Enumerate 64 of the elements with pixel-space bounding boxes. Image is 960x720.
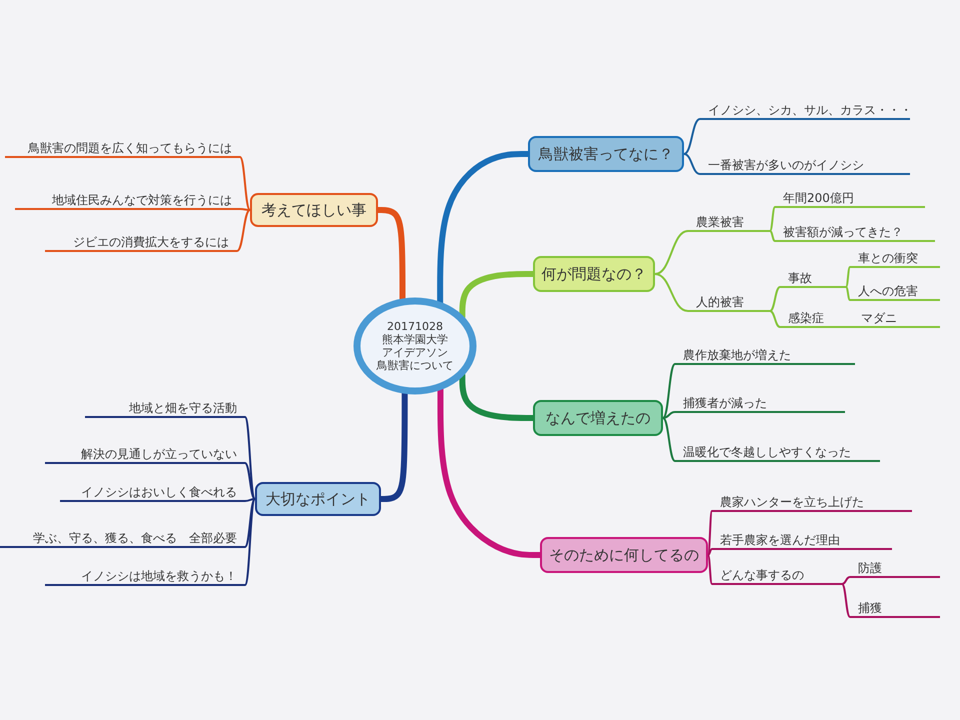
branch-label: 防護	[850, 560, 940, 578]
branch-line	[662, 417, 676, 462]
central-topic-text: 20171028	[387, 320, 443, 333]
branch-label: 捕獲	[850, 600, 940, 618]
central-topic-ellipse	[352, 296, 478, 396]
branch-label: イノシシ、シカ、サル、カラス・・・	[700, 100, 910, 120]
branch-line	[662, 411, 676, 419]
branch-line	[244, 498, 256, 502]
branch-label: 農業被害	[688, 212, 770, 232]
branch-line	[654, 230, 689, 275]
branch-line	[845, 266, 851, 288]
branch-line	[849, 326, 854, 328]
branch-label: イノシシはおいしく食べれる	[60, 482, 245, 502]
branch-topic-box: 考えてほしい事	[250, 193, 378, 227]
branch-line	[244, 498, 256, 586]
branch-line	[654, 273, 689, 312]
branch-line	[244, 462, 256, 500]
branch-topic-box: なんで増えたの	[533, 400, 663, 436]
branch-label: 地域住民みんなで対策を行うには	[15, 190, 240, 210]
branch-label: マダニ	[853, 310, 940, 328]
branch-line	[662, 363, 676, 419]
branch-label: 農作放棄地が増えた	[675, 345, 855, 365]
branch-line	[841, 576, 851, 585]
branch-line	[236, 209, 251, 252]
branch-topic-box: そのために何してるの	[540, 537, 708, 573]
branch-label: 事故	[780, 270, 846, 288]
branch-label: ジビエの消費拡大をするには	[45, 232, 237, 252]
branch-line	[769, 206, 776, 232]
central-topic-text: 鳥獣害について	[376, 359, 454, 372]
branch-label: 感染症	[780, 310, 850, 328]
branch-line	[769, 230, 776, 242]
branch-line	[244, 498, 256, 548]
central-topic-text: アイデアソン	[382, 346, 448, 360]
branch-line	[769, 286, 781, 312]
branch-label: 年間200億円	[775, 188, 925, 208]
branch-label: 鳥獣害の問題を広く知ってもらうには	[5, 138, 240, 158]
branch-label: 若手農家を選んだ理由	[712, 530, 892, 550]
branch-label: どんな事するの	[712, 565, 842, 585]
branch-label: 捕獲者が減った	[675, 393, 845, 413]
branch-label: 地域と畑を守る活動	[85, 398, 245, 418]
branch-label: 一番被害が多いのがイノシシ	[700, 155, 910, 175]
branch-line	[845, 286, 851, 301]
branch-label: 学ぶ、守る、獲る、食べる 全部必要	[0, 528, 245, 548]
branch-label: イノシシは地域を救うかも！	[45, 566, 245, 586]
branch-label: 温暖化で冬越ししやすくなった	[675, 442, 880, 462]
central-topic-text: 熊本学園大学	[382, 332, 448, 346]
branch-line	[841, 583, 851, 618]
branch-line	[769, 310, 781, 328]
branch-label: 被害額が減ってきた？	[775, 222, 935, 242]
branch-line	[239, 208, 251, 211]
branch-label: 解決の見通しが立っていない	[45, 444, 245, 464]
branch-label: 車との衝突	[850, 250, 940, 268]
branch-label: 農家ハンターを立ち上げた	[712, 492, 912, 512]
branch-topic-box: 何が問題なの？	[533, 256, 655, 292]
branch-label: 人的被害	[688, 292, 770, 312]
branch-line	[244, 416, 256, 500]
branch-label: 人への危害	[850, 283, 940, 301]
branch-topic-box: 鳥獣被害ってなに？	[528, 136, 684, 172]
branch-topic-box: 大切なポイント	[255, 482, 381, 516]
branch-line	[683, 118, 701, 155]
branch-line	[683, 153, 701, 175]
branch-line	[707, 510, 713, 556]
branch-line	[707, 554, 713, 585]
branch-line	[239, 156, 251, 211]
